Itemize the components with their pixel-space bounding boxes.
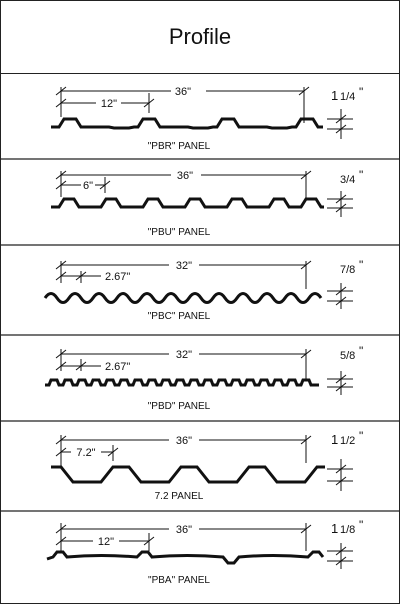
pbd-height-mark: " [359,344,363,358]
panel-row-pbr: 36" 12" "PBR" PANEL 1 1/4 " [51,85,363,152]
pba-rib-spacing: 12" [98,536,114,548]
p72-panel-profile [51,465,325,484]
pbc-panel-profile [43,292,323,304]
pbd-panel-profile [45,378,319,387]
pbu-dimension-lines [55,170,312,201]
pbr-panel-profile [51,117,323,130]
pba-height-whole: 1 [331,521,338,536]
pbr-dimension-lines [55,86,310,123]
row-dividers [1,158,399,512]
panel-row-pba: 36" 12" "PBA" PANEL 1 1/8 " [46,518,363,586]
panel-row-pbc: 32" 2.67" "PBC" PANEL 7/8 " [43,258,363,322]
pba-height-marker [327,543,353,569]
profile-header: Profile [1,1,399,74]
panel-row-pbd: 32" 2.67" "PBD" PANEL 5/8 " [45,344,363,412]
pbr-overall-width: 36" [175,86,191,98]
pbd-overall-width: 32" [176,349,192,361]
pbr-height-marker [327,109,353,139]
pbu-height-fraction: 3/4 [340,174,355,186]
pbu-panel-profile [51,197,324,209]
pbu-height-mark: " [359,168,363,182]
pba-panel-name: "PBA" PANEL [148,575,210,586]
pbr-height-mark: " [359,85,363,99]
pbc-height-marker [327,283,353,309]
pbu-rib-spacing: 6" [83,180,93,192]
pbd-rib-spacing: 2.67" [105,361,130,373]
p72-panel-name: 7.2 PANEL [155,491,204,502]
pbd-dimension-lines [55,349,312,379]
pbc-height-mark: " [359,258,363,272]
pbr-panel-name: "PBR" PANEL [148,141,211,152]
pbr-rib-spacing: 12" [101,98,117,110]
pbu-overall-width: 36" [177,170,193,182]
pba-panel-profile [46,550,325,565]
pbc-overall-width: 32" [176,260,192,272]
pbd-panel-name: "PBD" PANEL [148,401,211,412]
p72-dimension-lines [55,435,312,467]
pba-overall-width: 36" [176,524,192,536]
pbc-panel-name: "PBC" PANEL [148,311,211,322]
pbu-panel-name: "PBU" PANEL [148,227,211,238]
pbc-rib-spacing: 2.67" [105,271,130,283]
page-title: Profile [168,24,232,49]
pba-height-fraction: 1/8 [340,524,355,536]
pbd-height-marker [327,371,353,395]
panel-row-7-2: 36" 7.2" 7.2 PANEL 1 1/2 " [51,429,363,502]
pbu-height-marker [327,191,353,217]
p72-height-whole: 1 [331,432,338,447]
p72-overall-width: 36" [176,435,192,447]
p72-rib-spacing: 7.2" [76,447,95,459]
pbr-height-fraction: 1/4 [340,91,355,103]
pba-height-mark: " [359,518,363,532]
p72-height-mark: " [359,429,363,443]
panel-row-pbu: 36" 6" "PBU" PANEL 3/4 " [51,168,363,238]
p72-height-marker [327,459,353,491]
pbc-dimension-lines [55,260,312,289]
pbd-height-fraction: 5/8 [340,350,355,362]
p72-height-fraction: 1/2 [340,435,355,447]
pbc-height-fraction: 7/8 [340,264,355,276]
pbr-height-whole: 1 [331,88,338,103]
pba-dimension-lines [55,523,312,553]
